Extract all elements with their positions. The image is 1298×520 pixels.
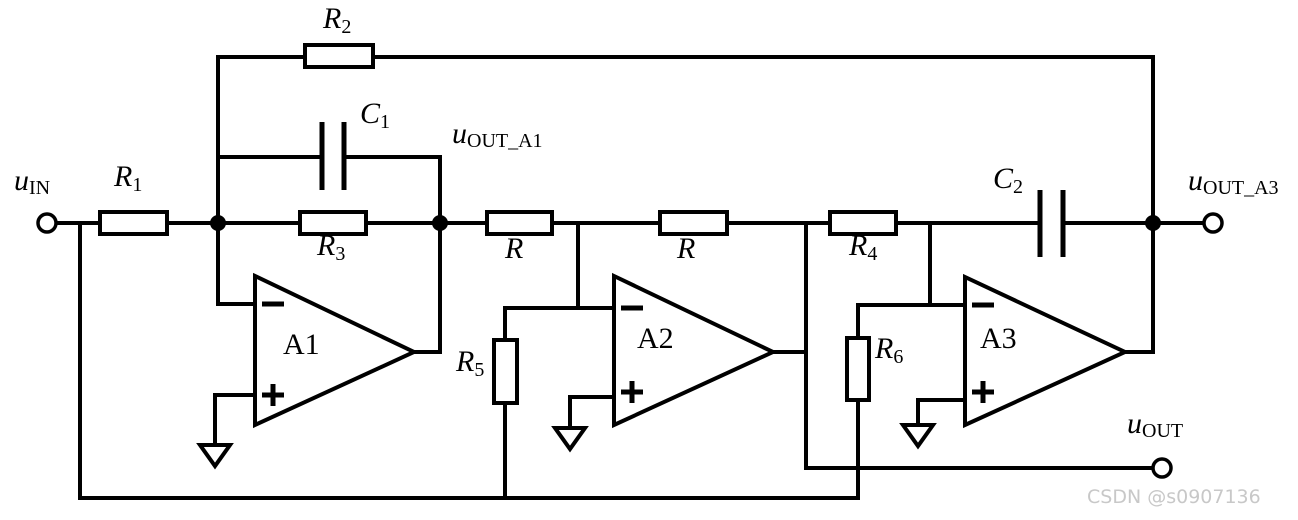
- ground-a1: [196, 443, 234, 470]
- label-u-in: uIN: [14, 164, 50, 199]
- junction-node-a: [210, 215, 226, 231]
- opamp-a1: [253, 272, 419, 429]
- capacitor-c2: [1037, 190, 1066, 257]
- label-opamp-a3: A3: [980, 322, 1017, 355]
- label-r-b: R: [676, 232, 695, 265]
- ground-a3: [899, 423, 937, 450]
- resistor-r3: [298, 210, 368, 236]
- terminal-u-out-a3: [1202, 212, 1224, 234]
- wire-a2-inv: [576, 221, 616, 310]
- wire-bottom-return: [78, 221, 860, 500]
- label-r1: R1: [113, 160, 142, 196]
- opamp-a2: [612, 272, 778, 429]
- label-r2: R2: [322, 2, 351, 38]
- wire-a3-inv: [928, 221, 967, 307]
- opamp-a3: [963, 273, 1130, 429]
- wire-a3-gnd: [916, 398, 967, 427]
- watermark: CSDN @s0907136: [1087, 486, 1261, 508]
- label-c1: C1: [360, 97, 390, 133]
- junction-node-a1-out: [432, 215, 448, 231]
- label-r6: R6: [874, 332, 903, 368]
- wire-a2-out: [771, 221, 1154, 470]
- label-u-out-a3: uOUT_A3: [1188, 164, 1279, 199]
- wire-r2-feedback: [216, 55, 1155, 354]
- resistor-r-a: [485, 210, 554, 236]
- label-opamp-a2: A2: [637, 322, 674, 355]
- wire-a1-gnd: [213, 393, 257, 447]
- wire-c1-branch: [216, 155, 442, 354]
- label-r5: R5: [455, 345, 484, 381]
- label-r-a: R: [504, 232, 523, 265]
- resistor-r4: [828, 210, 898, 236]
- terminal-u-out: [1151, 457, 1173, 479]
- label-c2: C2: [993, 162, 1023, 198]
- label-r3: R3: [316, 229, 345, 265]
- resistor-r5: [492, 338, 519, 405]
- label-u-out: uOUT: [1127, 407, 1183, 442]
- resistor-r2: [303, 43, 375, 69]
- ground-a2: [551, 426, 589, 453]
- resistor-r6: [845, 336, 871, 402]
- capacitor-c1: [319, 122, 347, 190]
- terminal-u-in: [36, 212, 58, 234]
- wire-r5: [503, 306, 580, 500]
- wire-r6: [856, 303, 932, 500]
- label-opamp-a1: A1: [283, 328, 320, 361]
- wires: [55, 55, 1205, 500]
- label-u-out-a1: uOUT_A1: [452, 117, 543, 152]
- wire-a2-gnd: [568, 395, 616, 430]
- junction-node-a3-out: [1145, 215, 1161, 231]
- wire-a1-inv: [216, 221, 257, 306]
- resistor-r1: [98, 210, 169, 236]
- resistor-r-b: [658, 210, 729, 236]
- label-r4: R4: [848, 229, 877, 265]
